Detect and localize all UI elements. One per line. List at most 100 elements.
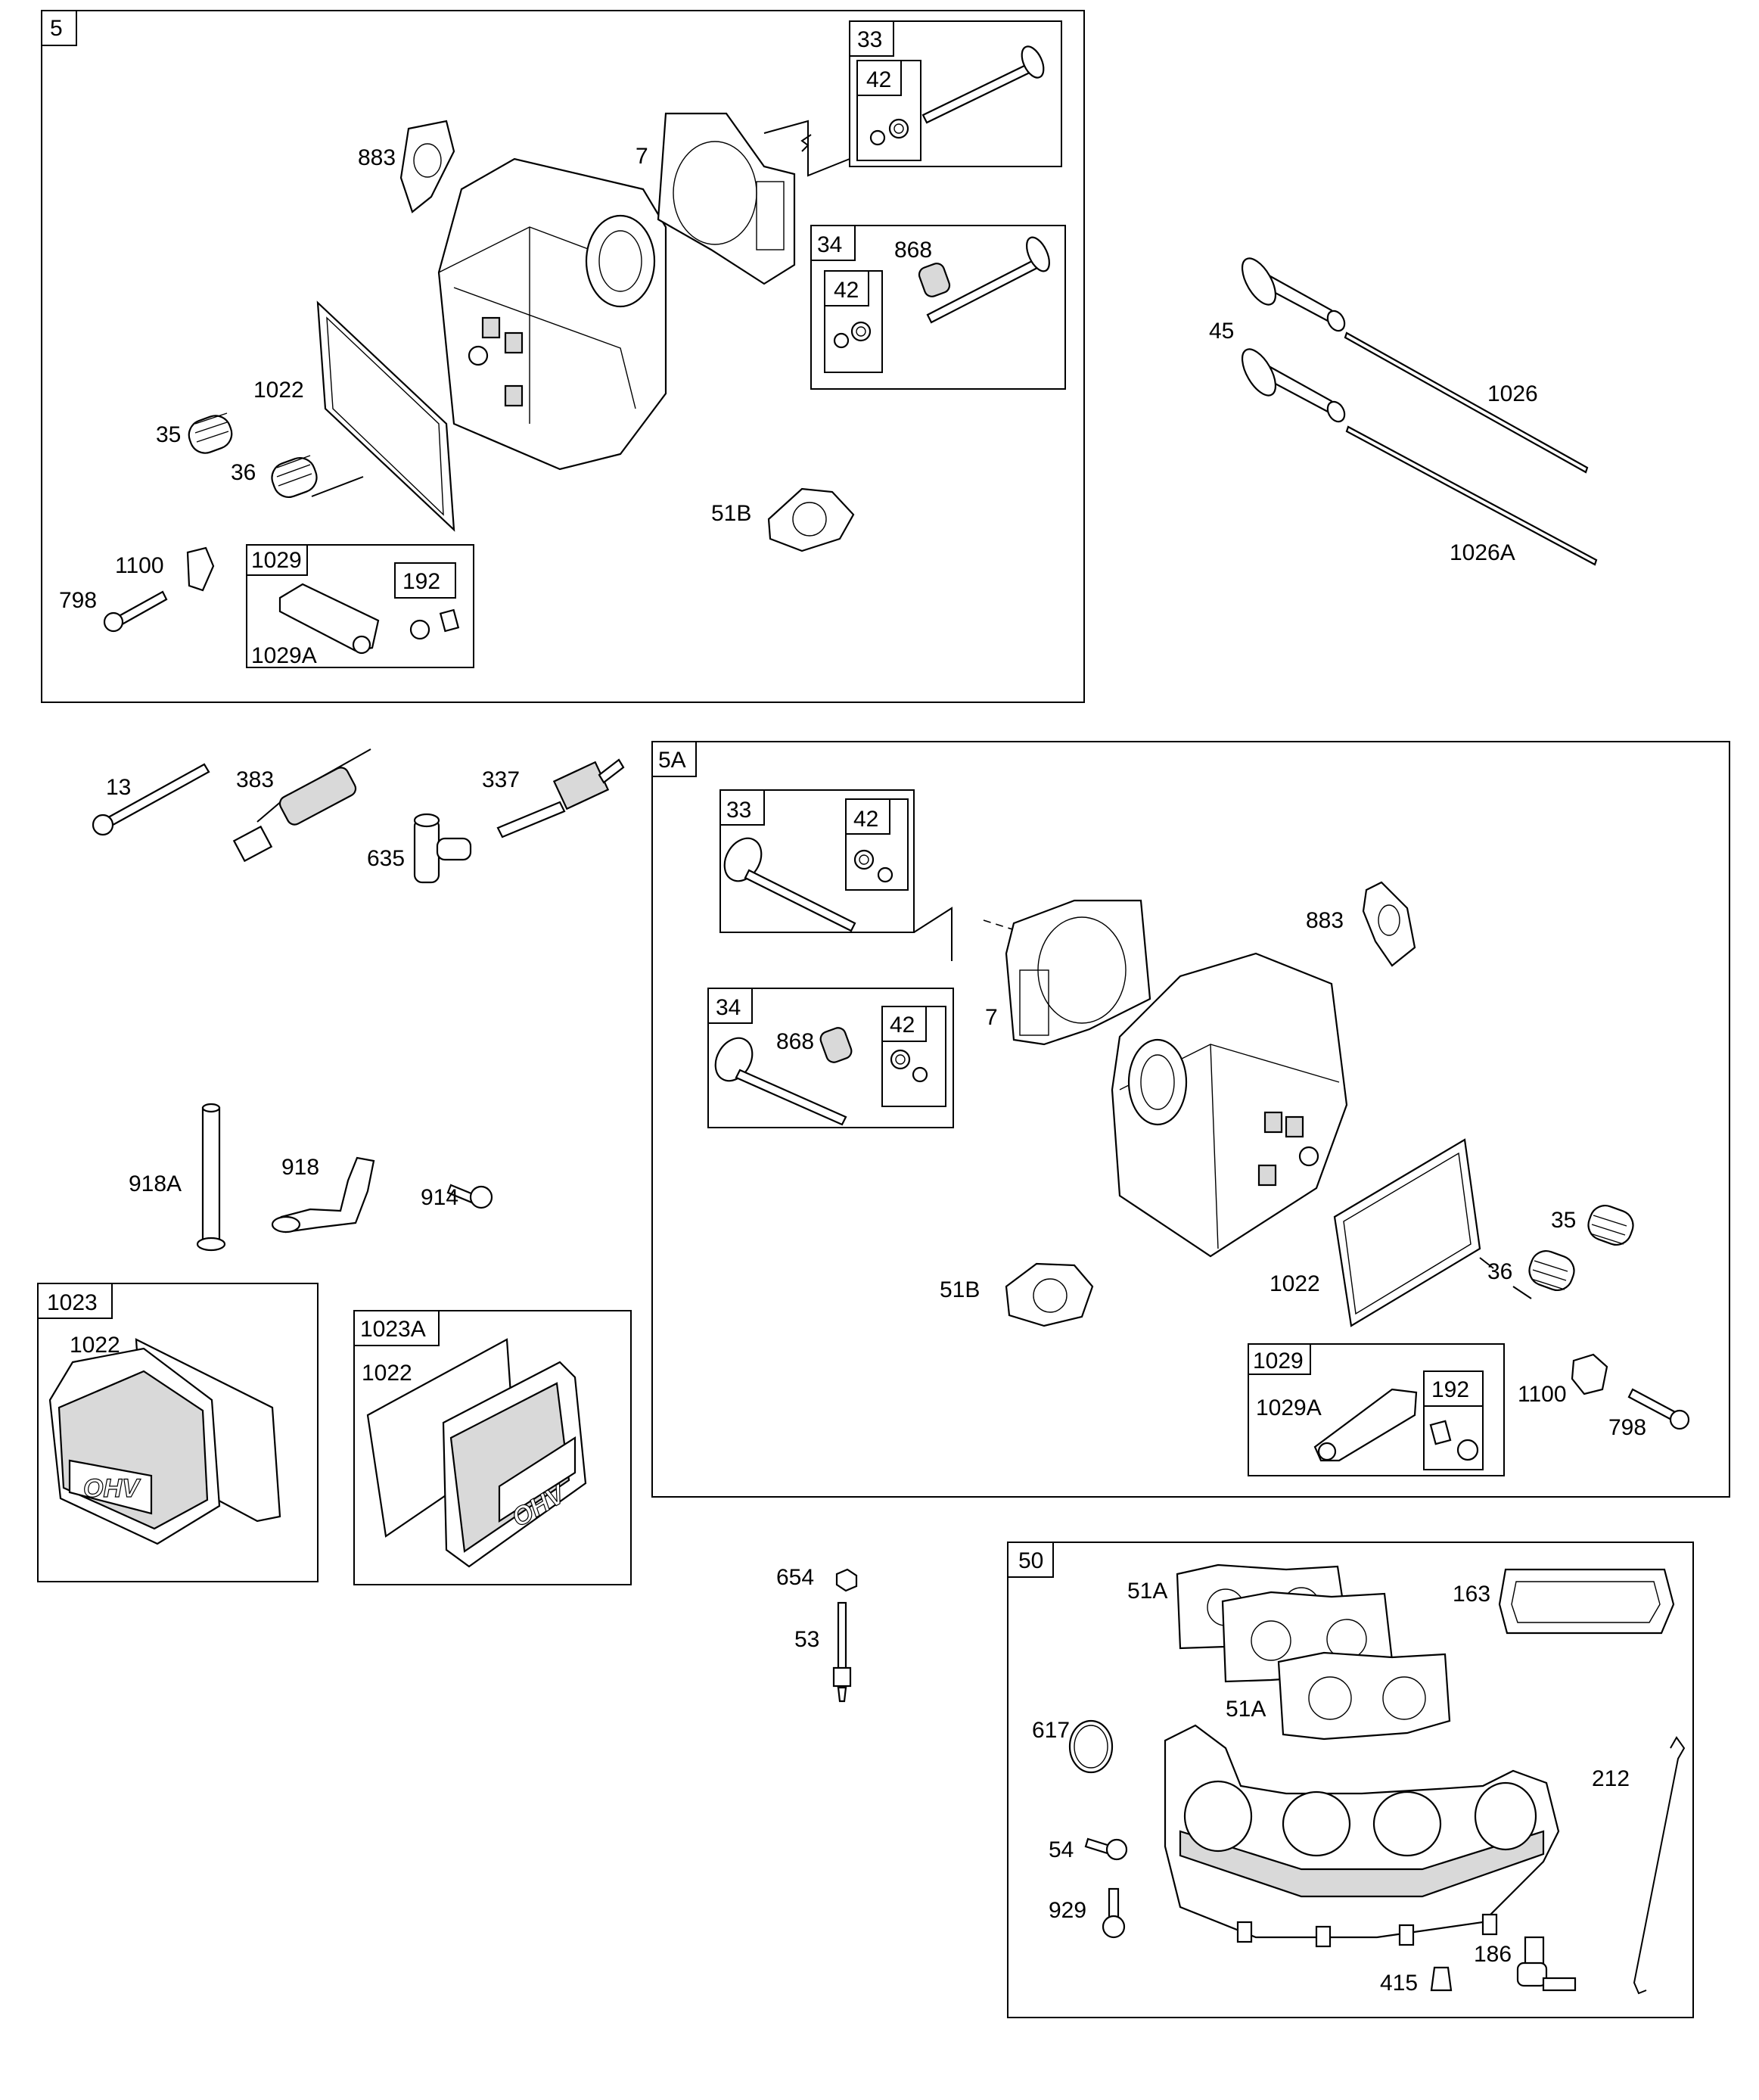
part-914-callout: 914 — [421, 1185, 458, 1210]
fitting-415-icon — [1430, 1966, 1453, 1992]
part-51a-1-callout: 51A — [1127, 1579, 1167, 1604]
part-918a-callout: 918A — [129, 1171, 182, 1196]
section-5-tag-box — [41, 10, 77, 46]
section-5a-box-33 — [719, 789, 915, 933]
part-51a-2-callout: 51A — [1226, 1697, 1266, 1722]
box-1023a-part-1022-callout: 1022 — [362, 1361, 412, 1386]
ohv-logo: OHV — [83, 1474, 141, 1503]
part-1026a-callout: 1026A — [1450, 540, 1515, 565]
part-383-callout: 383 — [236, 767, 274, 792]
section-5a-box-33-label: 33 — [726, 798, 751, 823]
valve-33-icon — [869, 45, 1045, 146]
wire-212-icon — [1633, 1736, 1686, 1995]
section-5a-part-1022-callout: 1022 — [1270, 1271, 1320, 1296]
box-1023-part-1022-callout: 1022 — [70, 1333, 120, 1358]
section-5a-valve-33-icon — [723, 837, 893, 932]
elbow-186-icon — [1516, 1936, 1577, 1992]
part-635-callout: 635 — [367, 846, 405, 871]
box-1023-frame — [37, 1283, 319, 1582]
clip-1100-icon — [186, 546, 215, 592]
part-51b-callout: 51B — [711, 501, 751, 526]
bolt-798-icon — [103, 590, 168, 633]
part-1026-callout: 1026 — [1487, 381, 1538, 406]
section-5a-head-gasket-7-icon — [1005, 899, 1151, 1046]
box-33-label: 33 — [857, 27, 882, 52]
tube-918-icon — [271, 1156, 375, 1234]
section-5a-gasket-1022-icon — [1333, 1138, 1481, 1327]
section-5a: 5A 33 42 34 868 42 — [651, 741, 1730, 1498]
breather-383-icon — [232, 748, 371, 863]
section-5a-box-1029-label: 1029 — [1253, 1349, 1304, 1374]
box-34 — [810, 225, 1066, 390]
gasket-883-icon — [399, 120, 455, 213]
section-5a-part-36-callout: 36 — [1487, 1259, 1512, 1284]
part-868-callout: 868 — [894, 238, 932, 263]
screw-929-icon — [1102, 1887, 1126, 1939]
part-13-callout: 13 — [106, 775, 131, 800]
gasket-51b-icon — [767, 487, 855, 552]
nut-654-icon — [835, 1568, 858, 1592]
stud-53-icon — [832, 1601, 852, 1703]
loose-parts: 13 383 337 635 918A 918 — [92, 748, 858, 1703]
section-5a-bolt-798-icon — [1627, 1388, 1690, 1430]
part-186-callout: 186 — [1474, 1942, 1512, 1967]
dipstick-tube-918a-icon — [196, 1103, 226, 1252]
section-5-label: 5 — [50, 16, 63, 41]
section-5a-box-33-sub-42-label: 42 — [853, 807, 878, 832]
section-5a-part-883-callout: 883 — [1306, 908, 1344, 933]
section-5a-cylinder-head-icon — [1111, 952, 1348, 1258]
bolt-13-icon — [92, 763, 210, 836]
spring-35-icon — [188, 412, 233, 454]
part-1100-callout: 1100 — [115, 553, 164, 578]
section-5a-box-34-label: 34 — [716, 995, 741, 1020]
part-929-callout: 929 — [1049, 1898, 1086, 1923]
gasket-1022-icon — [316, 300, 455, 532]
tappet-45-lower-icon — [1241, 348, 1346, 423]
box-34-label: 34 — [817, 232, 842, 257]
section-5a-box-1029 — [1248, 1343, 1505, 1476]
screw-54-icon — [1084, 1837, 1128, 1861]
section-5a-part-868-callout: 868 — [776, 1029, 814, 1054]
part-35-callout: 35 — [156, 422, 181, 447]
box-1023a: 1023A 1022 OHV — [353, 1310, 632, 1585]
section-5a-label: 5A — [658, 748, 686, 773]
nut-screw-192-icon — [409, 608, 460, 640]
section-5a-rocker-arm-icon — [1313, 1388, 1418, 1462]
part-654-callout: 654 — [776, 1565, 814, 1590]
part-36-callout: 36 — [231, 460, 256, 485]
part-163-callout: 163 — [1453, 1582, 1490, 1607]
section-5a-nut-screw-192-icon — [1429, 1420, 1479, 1461]
pushrods-group: 45 1026 1026A — [1209, 257, 1598, 566]
section-50-label: 50 — [1018, 1548, 1043, 1573]
tappet-45-upper-icon — [1241, 257, 1346, 332]
section-5a-gasket-883-icon — [1362, 881, 1416, 967]
section-5a-box-34 — [707, 988, 954, 1128]
section-5a-part-35-callout: 35 — [1551, 1208, 1576, 1233]
section-5a-clip-1100-icon — [1571, 1353, 1608, 1395]
screw-914-icon — [446, 1184, 493, 1209]
gasket-51a-front-icon — [1277, 1651, 1451, 1741]
part-337-callout: 337 — [482, 767, 520, 792]
section-5a-part-1029a-callout: 1029A — [1256, 1395, 1322, 1420]
section-5a-box-34-sub-42-label: 42 — [890, 1013, 915, 1038]
section-5a-spring-36-icon — [1528, 1250, 1575, 1291]
section-5-frame — [41, 10, 1085, 703]
box-33-sub-42-label: 42 — [866, 67, 891, 92]
section-5a-spring-35-icon — [1587, 1205, 1634, 1246]
rocker-arm-1029a-icon — [278, 583, 380, 655]
boot-635-icon — [413, 813, 472, 884]
section-5a-gasket-51b-icon — [1005, 1262, 1094, 1327]
section-5a-valve-34-icon — [714, 1027, 928, 1126]
part-45-callout: 45 — [1209, 319, 1234, 344]
section-5: 5 33 42 34 868 42 — [41, 10, 1085, 703]
section-5a-part-798-callout: 798 — [1608, 1415, 1646, 1440]
section-50-frame — [1007, 1542, 1694, 2018]
box-1023a-frame — [353, 1310, 632, 1585]
box-1029-label: 1029 — [251, 548, 302, 573]
box-1023a-label: 1023A — [360, 1317, 426, 1342]
intake-manifold-icon — [1164, 1724, 1560, 1948]
section-5a-part-51b-callout: 51B — [940, 1277, 980, 1302]
head-gasket-7-icon — [657, 112, 796, 285]
section-5a-part-7-callout: 7 — [985, 1005, 998, 1030]
